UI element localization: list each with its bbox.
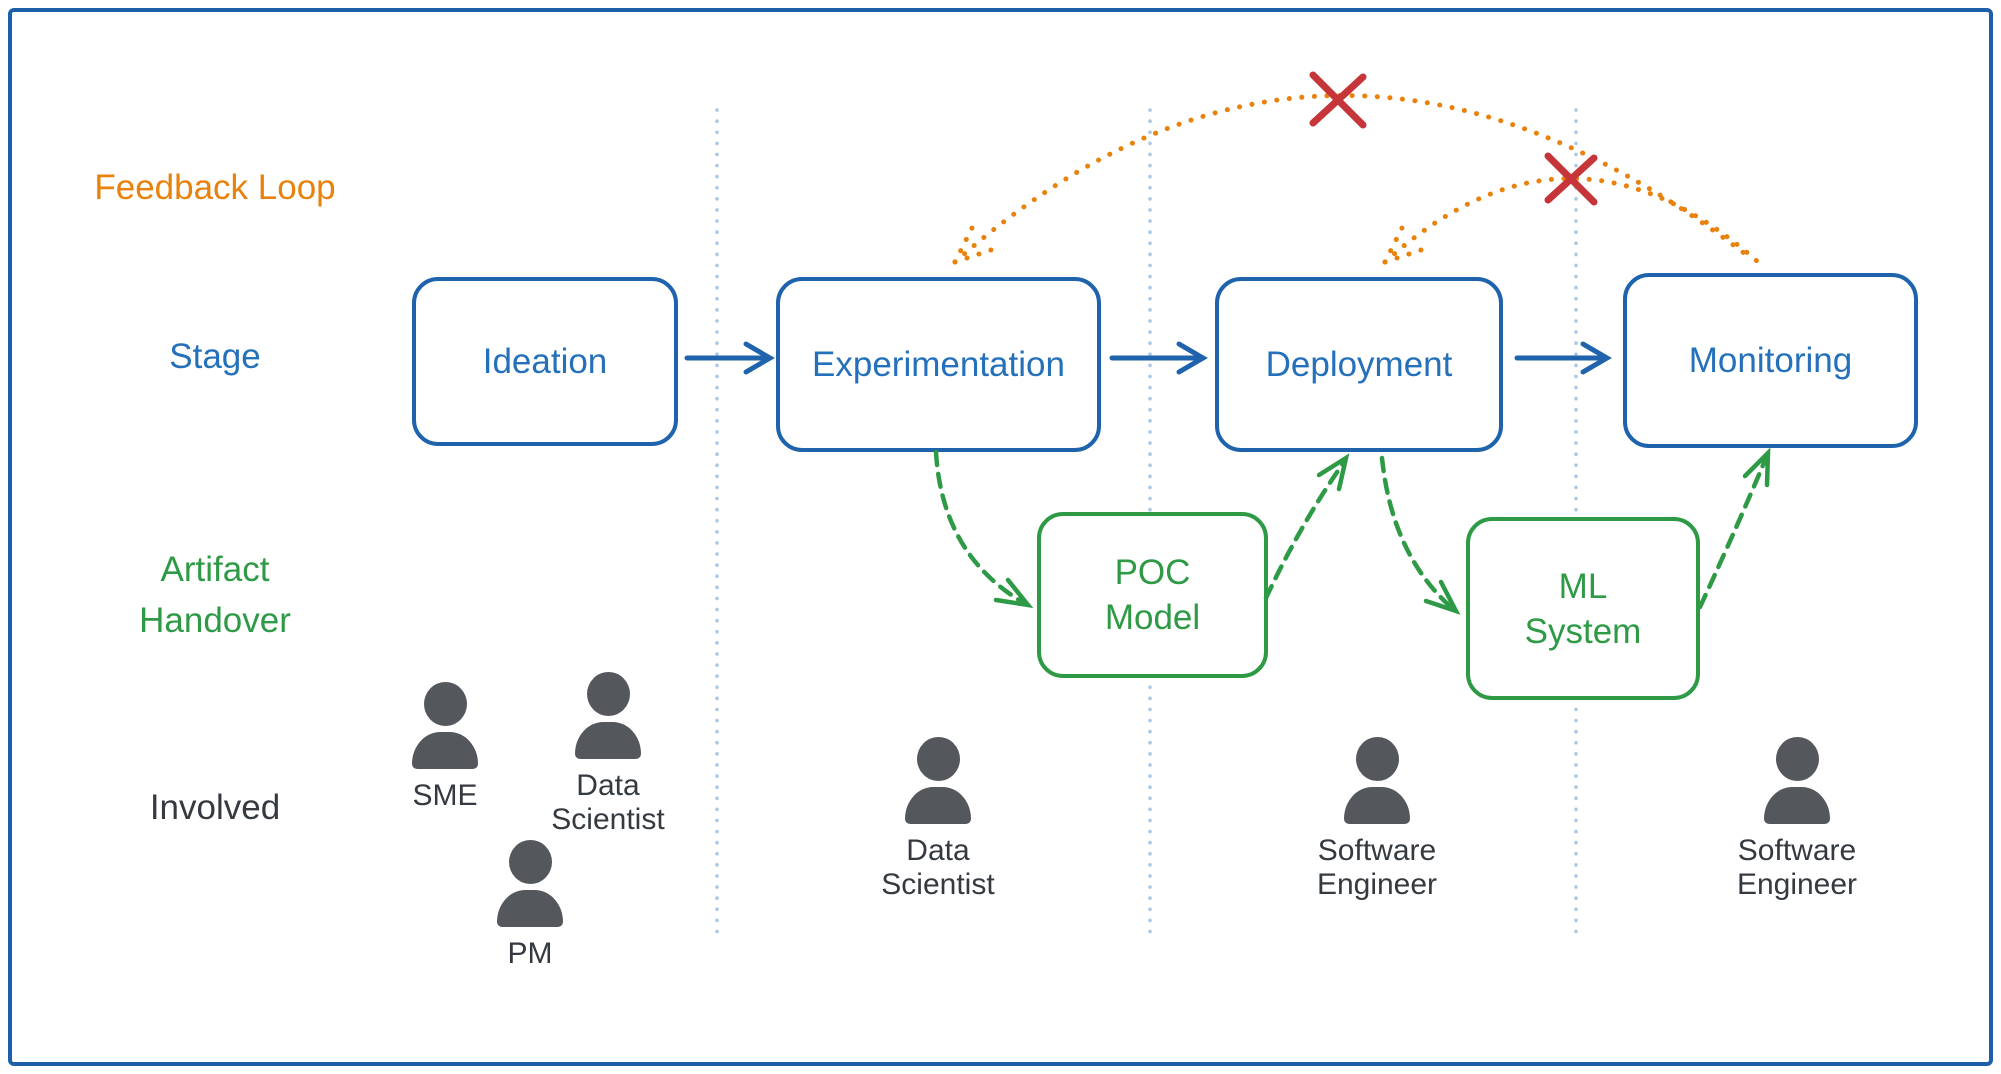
person-role-label: Data Scientist (881, 834, 995, 901)
stage-box-experimentation: Experimentation (776, 277, 1101, 452)
artifact-box-poc-model: POC Model (1037, 512, 1268, 678)
person-icon (1344, 787, 1410, 824)
person-icon (1775, 737, 1819, 781)
person-icon (1764, 787, 1830, 824)
person-icon (497, 890, 563, 927)
artifact-handover-row-label: Artifact Handover (139, 550, 291, 640)
person-role-label: Software Engineer (1736, 834, 1858, 901)
person-sme: SME (365, 682, 525, 813)
person-software-engineer-monitoring: Software Engineer (1717, 737, 1877, 902)
stage-box-ideation: Ideation (412, 277, 678, 446)
person-data-scientist-ideation: Data Scientist (528, 672, 688, 837)
person-icon (916, 737, 960, 781)
involved-row-label: Involved (149, 788, 281, 827)
person-software-engineer-deployment: Software Engineer (1297, 737, 1457, 902)
person-role-label: Software Engineer (1316, 834, 1438, 901)
stage-box-deployment: Deployment (1215, 277, 1503, 452)
diagram-border (8, 8, 1993, 1066)
person-icon (508, 840, 552, 884)
stage-box-monitoring: Monitoring (1623, 273, 1918, 448)
person-data-scientist-experimentation: Data Scientist (858, 737, 1018, 902)
person-icon (905, 787, 971, 824)
person-role-label: Data Scientist (551, 769, 665, 836)
person-icon (1355, 737, 1399, 781)
person-icon (412, 732, 478, 769)
person-role-label: SME (412, 779, 478, 812)
person-icon (575, 722, 641, 759)
feedback-loop-row-label: Feedback Loop (94, 168, 336, 207)
person-icon (586, 672, 630, 716)
person-pm: PM (450, 840, 610, 971)
stage-row-label: Stage (169, 337, 261, 376)
artifact-box-ml-system: ML System (1466, 517, 1700, 700)
person-role-label: PM (507, 937, 553, 970)
person-icon (423, 682, 467, 726)
